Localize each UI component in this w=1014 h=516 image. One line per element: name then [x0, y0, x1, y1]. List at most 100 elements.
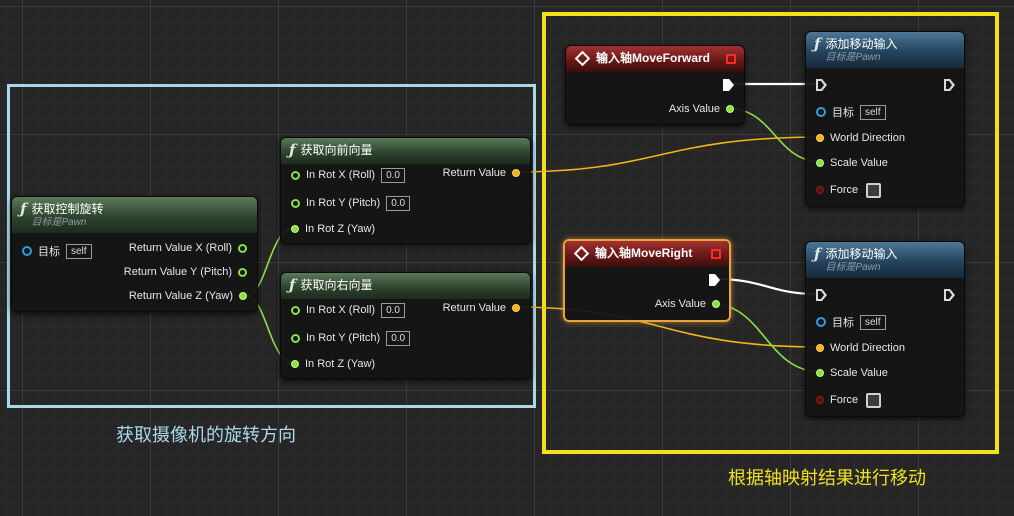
output-pitch-row: Return Value Y (Pitch) — [124, 264, 247, 280]
input-pitch-value[interactable]: 0.0 — [386, 330, 411, 346]
node-header: ƒ 获取向前向量 — [281, 138, 530, 164]
vector-input-pin[interactable] — [816, 134, 824, 142]
input-roll-label: In Rot X (Roll) — [306, 169, 376, 181]
float-output-pin[interactable] — [238, 243, 247, 253]
exec-input-row — [816, 287, 827, 303]
bool-input-pin[interactable] — [816, 396, 824, 404]
node-add-movement-input-forward[interactable]: ƒ 添加移动输入 目标是Pawn 目标 self World Direction… — [805, 31, 965, 207]
float-output-pin[interactable] — [239, 292, 247, 300]
object-pin[interactable] — [22, 246, 32, 256]
bool-input-pin[interactable] — [816, 186, 824, 194]
target-row: 目标 self — [816, 104, 886, 120]
node-get-control-rotation[interactable]: ƒ 获取控制旋转 目标是Pawn 目标 self Return Value X … — [11, 196, 258, 312]
target-row: 目标 self — [816, 314, 886, 330]
input-pitch-label: In Rot Y (Pitch) — [306, 197, 381, 209]
function-icon: ƒ — [814, 35, 821, 53]
exec-output-pin[interactable] — [709, 274, 720, 286]
return-value-row: Return Value — [443, 300, 520, 316]
force-row: Force — [816, 392, 882, 408]
force-label: Force — [830, 394, 859, 406]
target-value[interactable]: self — [66, 243, 92, 259]
delegate-pin-icon[interactable] — [711, 249, 721, 259]
float-output-pin[interactable] — [712, 300, 720, 308]
scale-value-label: Scale Value — [830, 157, 888, 169]
float-input-pin[interactable] — [816, 369, 824, 377]
node-title: 添加移动输入 — [825, 247, 898, 261]
object-pin[interactable] — [816, 107, 826, 117]
node-get-forward-vector[interactable]: ƒ 获取向前向量 In Rot X (Roll) 0.0 In Rot Y (P… — [280, 137, 531, 244]
input-roll-row: In Rot X (Roll) 0.0 — [291, 167, 405, 183]
exec-input-pin[interactable] — [816, 79, 827, 91]
force-label: Force — [830, 184, 859, 196]
output-roll-label: Return Value X (Roll) — [128, 242, 232, 254]
input-pitch-row: In Rot Y (Pitch) 0.0 — [291, 330, 411, 346]
input-yaw-row: In Rot Z (Yaw) — [291, 356, 375, 372]
force-checkbox[interactable] — [866, 392, 882, 408]
comment-box-movement[interactable] — [542, 12, 999, 454]
vector-input-pin[interactable] — [816, 344, 824, 352]
node-header: ƒ 获取控制旋转 目标是Pawn — [12, 197, 257, 233]
output-yaw-label: Return Value Z (Yaw) — [128, 290, 233, 302]
node-title: 获取控制旋转 — [31, 202, 104, 216]
input-yaw-row: In Rot Z (Yaw) — [291, 221, 375, 237]
float-output-pin[interactable] — [726, 105, 734, 113]
node-subtitle: 目标是Pawn — [825, 52, 881, 63]
function-icon: ƒ — [20, 200, 27, 218]
input-pitch-value[interactable]: 0.0 — [386, 195, 411, 211]
comment-label-movement: 根据轴映射结果进行移动 — [728, 468, 926, 488]
node-get-right-vector[interactable]: ƒ 获取向右向量 In Rot X (Roll) 0.0 In Rot Y (P… — [280, 272, 531, 379]
node-title: 添加移动输入 — [825, 37, 898, 51]
node-header: 输入轴MoveRight — [565, 241, 729, 267]
force-checkbox[interactable] — [866, 182, 882, 198]
exec-output-row — [944, 287, 955, 303]
target-row: 目标 self — [22, 243, 92, 259]
float-input-pin[interactable] — [291, 305, 300, 315]
vector-output-pin[interactable] — [512, 304, 520, 312]
exec-output-pin[interactable] — [723, 79, 734, 91]
input-pitch-row: In Rot Y (Pitch) 0.0 — [291, 195, 411, 211]
world-direction-row: World Direction — [816, 340, 905, 356]
exec-input-row — [816, 77, 827, 93]
exec-output-pin[interactable] — [944, 289, 955, 301]
node-header: 输入轴MoveForward — [566, 46, 744, 72]
function-icon: ƒ — [814, 245, 821, 263]
float-input-pin[interactable] — [291, 360, 299, 368]
node-add-movement-input-right[interactable]: ƒ 添加移动输入 目标是Pawn 目标 self World Direction… — [805, 241, 965, 417]
input-yaw-label: In Rot Z (Yaw) — [305, 223, 376, 235]
return-value-label: Return Value — [442, 167, 506, 179]
comment-label-camera-rotation: 获取摄像机的旋转方向 — [116, 425, 296, 445]
node-title: 输入轴MoveRight — [595, 246, 693, 260]
target-label: 目标 — [832, 317, 854, 329]
target-value[interactable]: self — [860, 104, 886, 120]
node-title: 输入轴MoveForward — [596, 51, 711, 65]
output-roll-row: Return Value X (Roll) — [129, 240, 247, 256]
exec-input-pin[interactable] — [816, 289, 827, 301]
delegate-pin-icon[interactable] — [726, 54, 736, 64]
float-input-pin[interactable] — [291, 333, 300, 343]
force-row: Force — [816, 182, 882, 198]
scale-value-row: Scale Value — [816, 155, 888, 171]
node-input-axis-move-forward[interactable]: 输入轴MoveForward Axis Value — [565, 45, 745, 125]
exec-output-row — [709, 272, 720, 288]
target-value[interactable]: self — [860, 314, 886, 330]
node-input-axis-move-right[interactable]: 输入轴MoveRight Axis Value — [563, 239, 731, 322]
float-input-pin[interactable] — [291, 225, 299, 233]
node-title: 获取向前向量 — [300, 143, 373, 157]
scale-value-label: Scale Value — [830, 367, 888, 379]
float-input-pin[interactable] — [291, 198, 300, 208]
object-pin[interactable] — [816, 317, 826, 327]
float-input-pin[interactable] — [816, 159, 824, 167]
input-roll-value[interactable]: 0.0 — [381, 302, 405, 318]
float-output-pin[interactable] — [238, 267, 247, 277]
input-roll-value[interactable]: 0.0 — [381, 167, 405, 183]
comment-box-camera-rotation[interactable] — [7, 84, 536, 408]
exec-output-pin[interactable] — [944, 79, 955, 91]
float-input-pin[interactable] — [291, 170, 300, 180]
input-roll-label: In Rot X (Roll) — [306, 304, 376, 316]
vector-output-pin[interactable] — [512, 169, 520, 177]
exec-output-row — [723, 77, 734, 93]
target-label: 目标 — [38, 246, 60, 258]
node-header: ƒ 添加移动输入 目标是Pawn — [806, 32, 964, 68]
output-yaw-row: Return Value Z (Yaw) — [129, 288, 247, 304]
event-icon — [574, 50, 591, 67]
